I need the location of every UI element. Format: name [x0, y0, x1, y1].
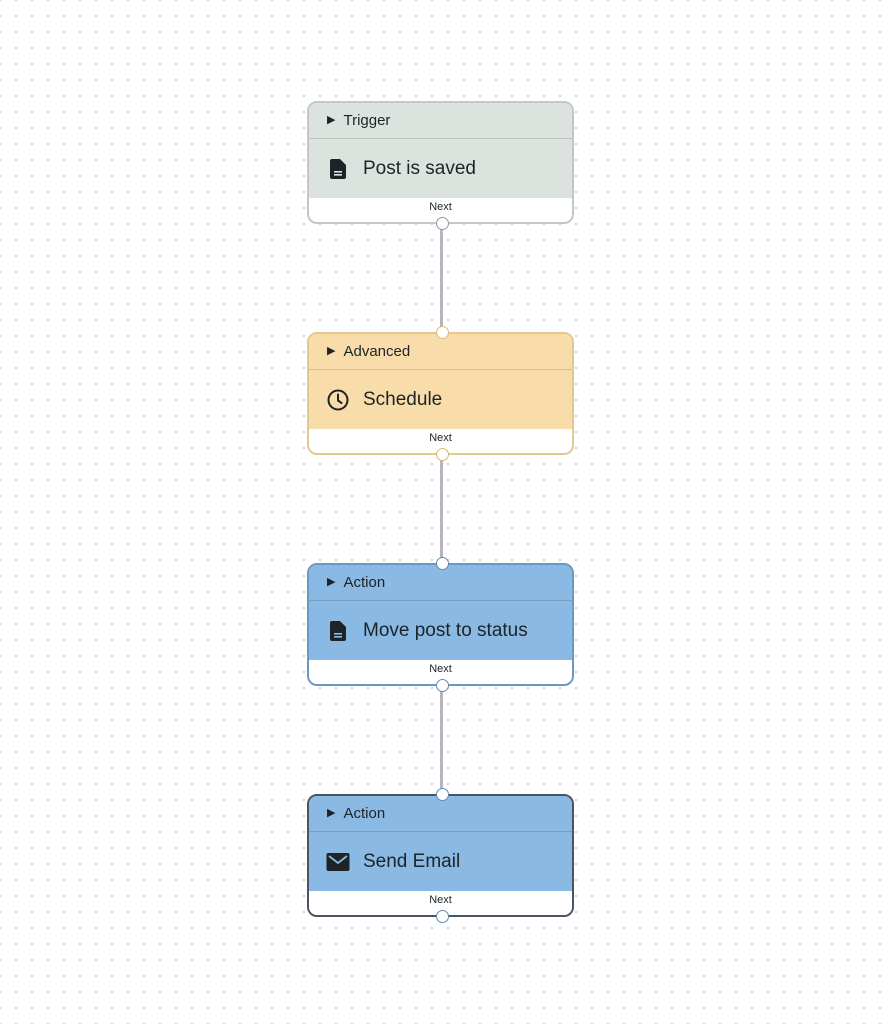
connector-line[interactable]	[440, 688, 443, 794]
node-body[interactable]: Move post to status	[309, 601, 572, 660]
clock-icon	[326, 388, 350, 412]
node-header-toggle[interactable]: ▶ Action	[309, 796, 572, 832]
output-handle[interactable]	[436, 679, 449, 692]
node-header-toggle[interactable]: ▶ Trigger	[309, 103, 572, 139]
node-body[interactable]: Post is saved	[309, 139, 572, 198]
workflow-node-trigger[interactable]: ▶ Trigger Post is saved Next	[307, 101, 574, 230]
node-type-label: Action	[343, 574, 386, 591]
caret-right-icon: ▶	[327, 345, 336, 357]
node-header-toggle[interactable]: ▶ Action	[309, 565, 572, 601]
node-body[interactable]: Schedule	[309, 370, 572, 429]
node-title: Move post to status	[363, 619, 528, 641]
output-handle[interactable]	[436, 448, 449, 461]
workflow-node-advanced[interactable]: ▶ Advanced Schedule Next	[307, 326, 574, 461]
input-handle[interactable]	[436, 557, 449, 570]
workflow-node-action-selected[interactable]: ▶ Action Send Email Next	[307, 788, 574, 923]
node-body[interactable]: Send Email	[309, 832, 572, 891]
connector-line[interactable]	[440, 457, 443, 563]
output-handle[interactable]	[436, 910, 449, 923]
node-type-label: Action	[343, 805, 386, 822]
document-icon	[326, 157, 350, 181]
node-header-toggle[interactable]: ▶ Advanced	[309, 334, 572, 370]
connector-line[interactable]	[440, 226, 443, 332]
caret-right-icon: ▶	[327, 114, 336, 126]
node-title: Schedule	[363, 388, 443, 410]
node-type-label: Advanced	[343, 343, 411, 360]
document-icon	[326, 619, 350, 643]
caret-right-icon: ▶	[327, 807, 336, 819]
node-title: Send Email	[363, 850, 461, 872]
caret-right-icon: ▶	[327, 576, 336, 588]
output-handle[interactable]	[436, 217, 449, 230]
node-type-label: Trigger	[343, 112, 391, 129]
workflow-node-action[interactable]: ▶ Action Move post to status Next	[307, 557, 574, 692]
input-handle[interactable]	[436, 326, 449, 339]
node-title: Post is saved	[363, 157, 476, 179]
envelope-icon	[326, 850, 350, 874]
input-handle[interactable]	[436, 788, 449, 801]
